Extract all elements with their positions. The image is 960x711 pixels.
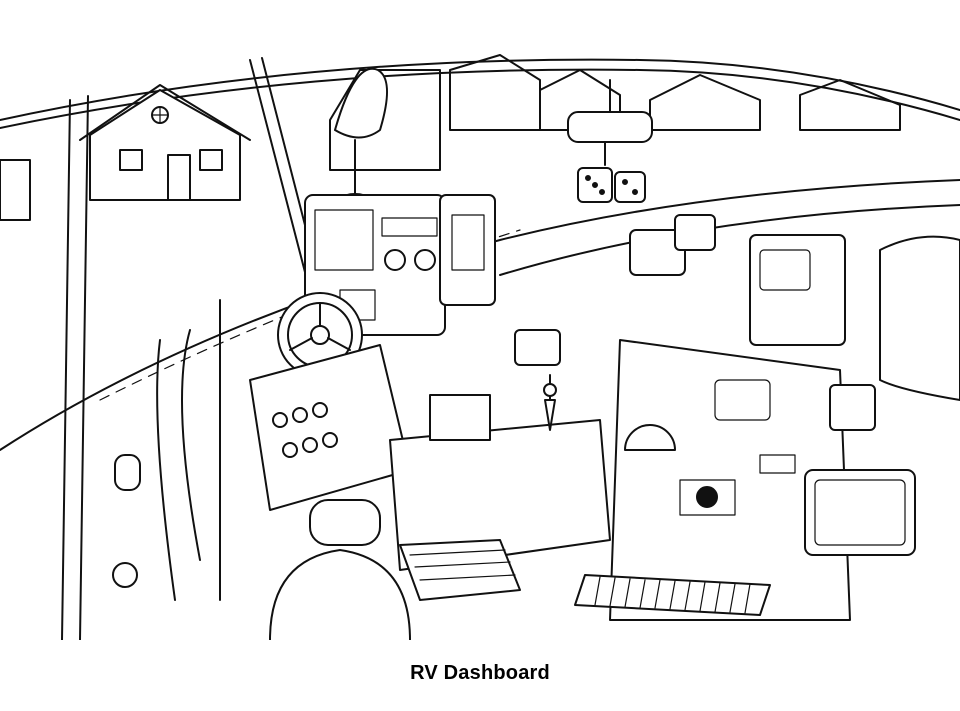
fuzzy-dice bbox=[577, 141, 646, 203]
rv-dashboard-illustration bbox=[0, 54, 960, 640]
left-lower-panel bbox=[249, 344, 411, 511]
house-left bbox=[79, 84, 251, 201]
rear-view-mirror bbox=[567, 79, 653, 143]
piano-keyboard bbox=[574, 574, 771, 616]
center-panel bbox=[389, 329, 611, 571]
computer-keyboard bbox=[399, 539, 521, 601]
lamp bbox=[334, 67, 389, 203]
levers bbox=[112, 299, 221, 601]
driver-seat bbox=[269, 499, 411, 640]
monitors bbox=[629, 214, 960, 556]
caption: RV Dashboard bbox=[410, 662, 550, 684]
right-control-tower bbox=[609, 234, 851, 621]
